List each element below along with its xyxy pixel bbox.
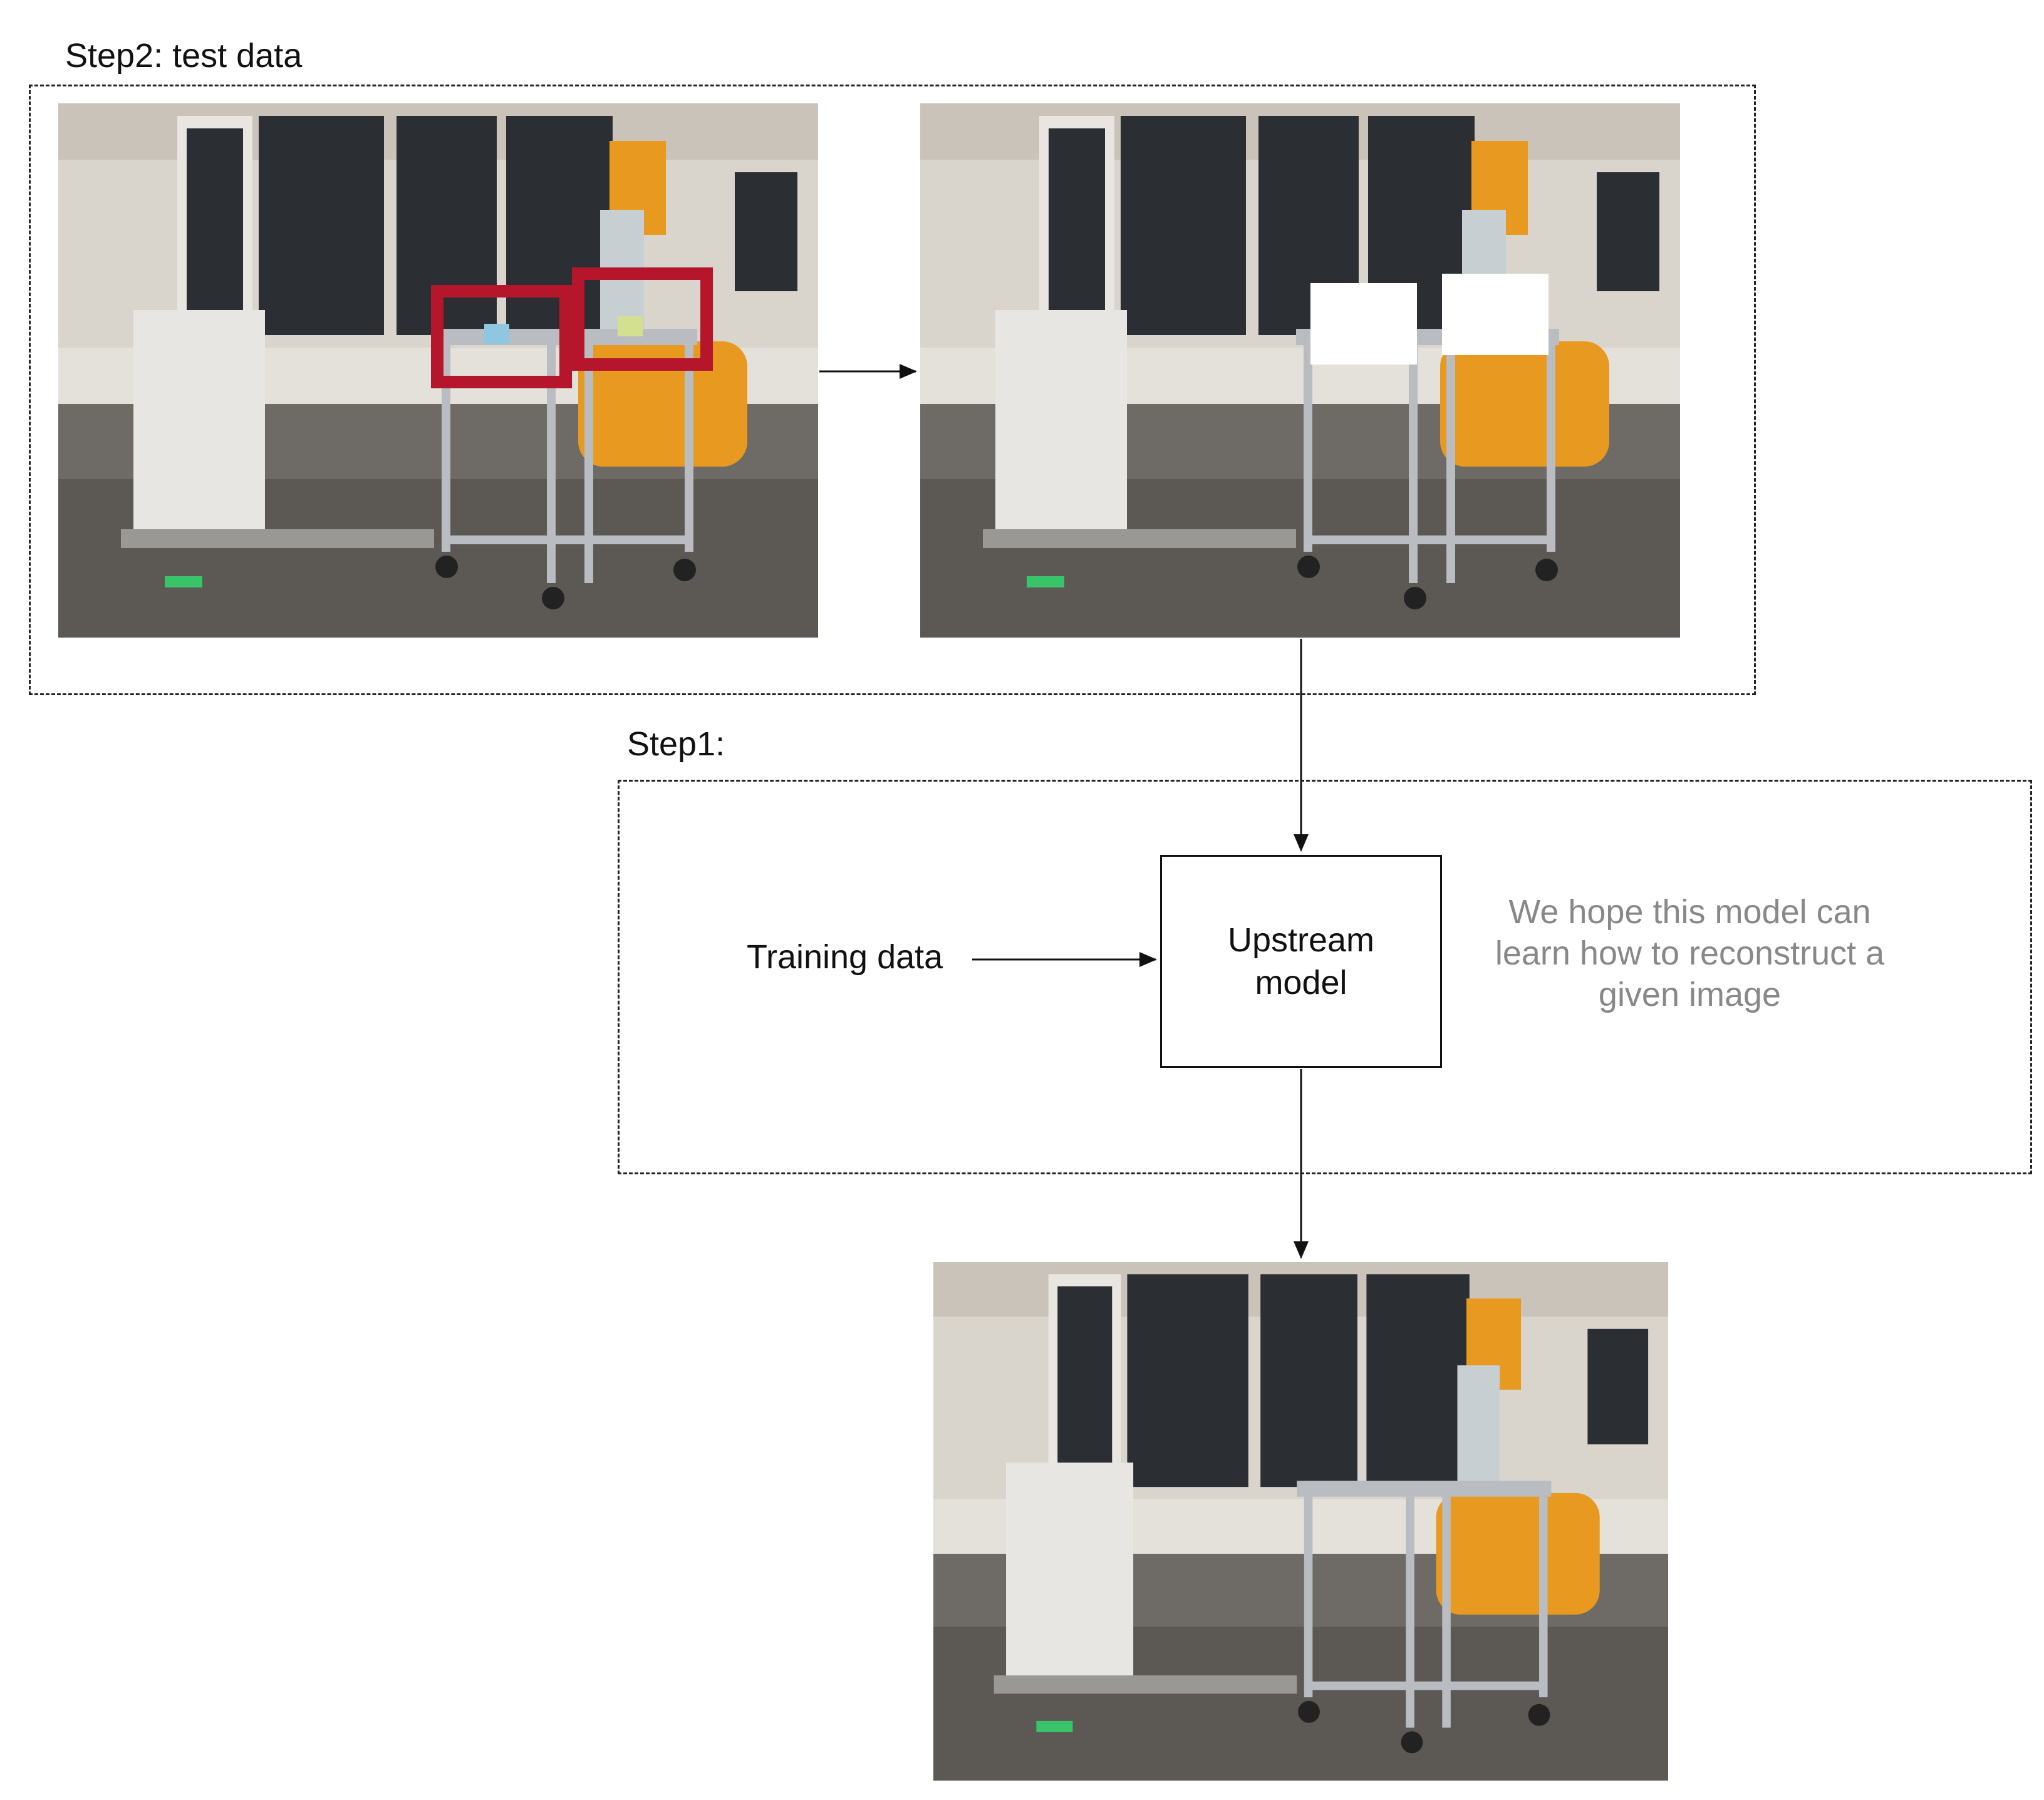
model-note: We hope this model can learn how to reco…: [1460, 891, 1920, 1015]
step2-group-box: [29, 85, 1756, 695]
test-image-with-patches: [58, 103, 818, 638]
test-image-masked: [920, 103, 1680, 638]
step2-label: Step2: test data: [65, 37, 303, 75]
upstream-model-box: Upstream model: [1160, 855, 1442, 1068]
model-label-line2: model: [1255, 964, 1347, 1001]
step1-label: Step1:: [627, 725, 725, 763]
mask-patch-left: [1310, 283, 1417, 365]
reconstructed-image: [933, 1262, 1668, 1781]
note-line1: We hope this model can: [1508, 893, 1871, 931]
note-line2: learn how to reconstruct a: [1495, 934, 1885, 972]
mask-patch-right: [1442, 274, 1549, 355]
model-label-line1: Upstream: [1227, 921, 1375, 959]
adversarial-patch-box-left: [431, 285, 572, 388]
note-line3: given image: [1598, 976, 1782, 1013]
training-data-label: Training data: [747, 938, 943, 976]
step1-group-box: [618, 780, 2032, 1174]
adversarial-patch-box-right: [572, 267, 713, 371]
